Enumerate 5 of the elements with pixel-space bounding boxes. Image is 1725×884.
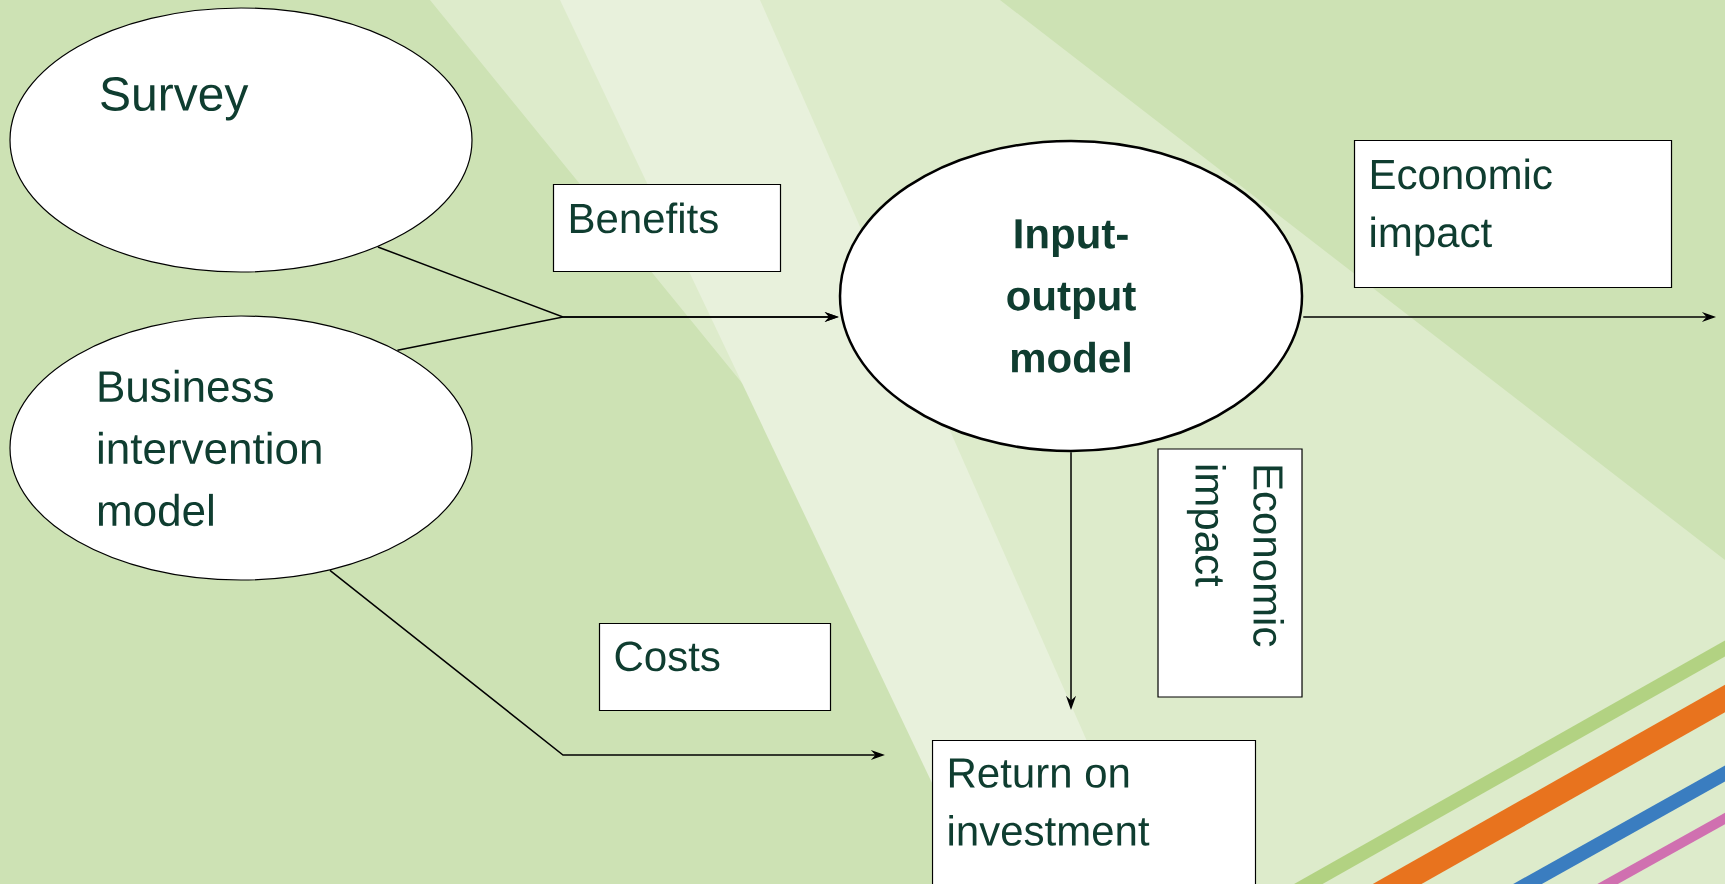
text-box: Benefits [552, 183, 782, 273]
text-box: Return on investment [931, 739, 1257, 884]
text-box: Economic impact [1157, 448, 1303, 698]
text-box: Economic impact [1353, 139, 1673, 289]
text-box: Costs [598, 622, 832, 712]
